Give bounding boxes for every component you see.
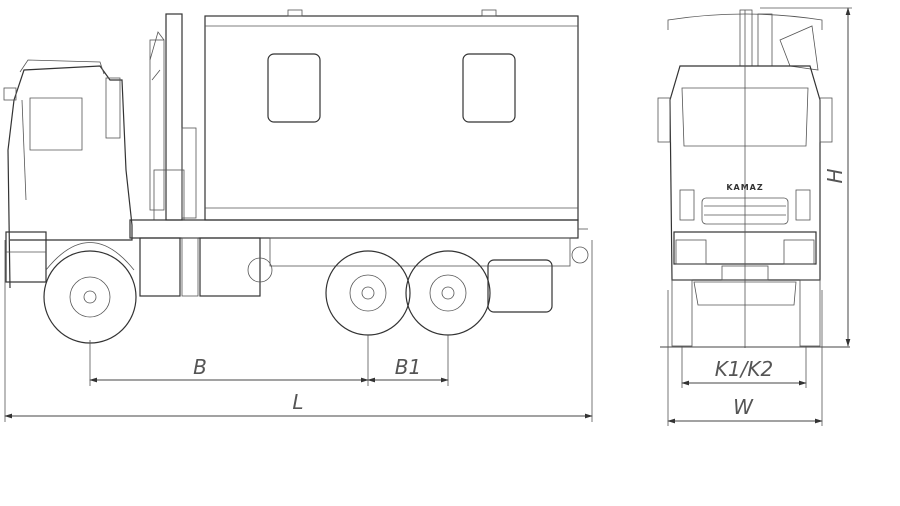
front-wheels bbox=[671, 279, 821, 347]
chassis-frame bbox=[129, 219, 589, 313]
dimension-rear-axle-spacing: B1 bbox=[367, 355, 449, 383]
dimension-overall-height: H bbox=[823, 7, 851, 347]
front-view: KAMAZ K1/K2 W bbox=[657, 7, 852, 426]
dimension-label-b: B bbox=[193, 355, 207, 379]
front-wheel bbox=[43, 250, 137, 344]
dimension-wheelbase: B bbox=[89, 355, 369, 383]
crane bbox=[149, 13, 197, 221]
cab bbox=[3, 59, 135, 289]
rear-wheel-1 bbox=[325, 250, 411, 336]
dimension-label-w: W bbox=[733, 395, 754, 419]
dimension-label-l: L bbox=[292, 390, 303, 414]
dimension-overall-length: L bbox=[4, 390, 593, 419]
van-body bbox=[204, 9, 579, 221]
front-crane bbox=[739, 9, 819, 71]
window bbox=[462, 53, 516, 123]
dimension-overall-width: W bbox=[667, 395, 823, 424]
kamaz-logo: KAMAZ bbox=[726, 183, 763, 192]
dimension-label-b1: B1 bbox=[395, 355, 421, 379]
dimension-track: K1/K2 bbox=[681, 357, 807, 386]
window bbox=[267, 53, 321, 123]
rear-wheel-2 bbox=[405, 250, 491, 336]
side-view: B B1 L bbox=[3, 9, 593, 422]
dimension-label-k1-k2: K1/K2 bbox=[715, 357, 773, 381]
dimension-label-h: H bbox=[823, 168, 847, 183]
